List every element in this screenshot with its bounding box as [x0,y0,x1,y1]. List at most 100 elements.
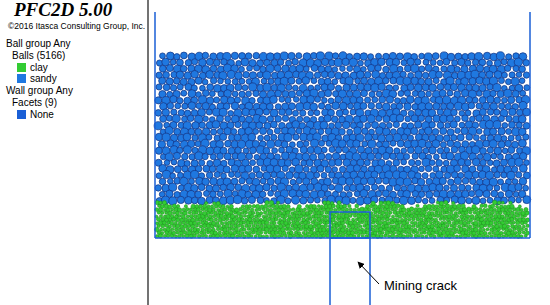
sandy-particle [472,97,478,103]
clay-particle [463,228,466,231]
clay-particle [441,228,444,231]
sandy-particle [317,165,324,172]
sandy-particle [347,66,353,72]
sandy-particle [271,172,277,178]
sandy-particle [156,84,162,90]
sandy-particle [470,178,476,184]
sandy-particle [181,90,187,96]
sandy-particle [501,172,507,178]
sandy-particle [412,91,418,97]
sandy-particle [375,153,382,160]
sandy-particle [250,160,256,166]
sandy-particle [223,166,230,173]
sandy-particle [296,53,302,59]
clay-particle [161,231,164,234]
clay-particle [376,214,380,218]
sandy-particle [398,91,404,97]
sandy-particle [422,84,429,91]
clay-particle [218,218,222,222]
sandy-particle [303,66,309,72]
clay-particle [408,224,412,228]
sandy-particle [279,96,285,102]
clay-particle [508,228,511,231]
clay-particle [373,225,376,228]
sandy-particle [329,172,335,178]
clay-particle [275,225,278,228]
sandy-particle [342,121,350,129]
sandy-particle [274,65,281,72]
sandy-particle [519,164,527,172]
sandy-particle [411,127,418,134]
clay-particle [482,214,485,217]
sandy-particle [332,167,338,173]
sandy-particle [275,140,282,147]
sandy-particle [300,110,306,116]
sandy-particle [513,191,519,197]
clay-particle [247,227,250,230]
sandy-particle [195,77,202,84]
clay-particle [224,221,227,224]
sandy-particle [505,140,512,147]
sandy-particle [246,178,253,185]
sandy-particle [401,60,407,66]
clay-particle [470,214,474,218]
sandy-particle [360,115,367,122]
sandy-particle [396,114,404,122]
sandy-particle [433,78,439,84]
sandy-particle [378,83,385,90]
sandy-particle [487,185,493,191]
clay-particle [202,211,206,215]
sandy-particle [483,190,490,197]
sandy-particle [364,197,372,205]
clay-particle [457,218,460,221]
sandy-particle [281,152,289,160]
sandy-particle [515,183,522,190]
sandy-particle [293,110,299,116]
sandy-particle [174,166,181,173]
sandy-particle [390,153,396,159]
clay-particle [245,231,248,234]
sandy-particle [454,66,460,72]
sandy-particle [241,58,249,66]
clay-particle [518,225,521,228]
clay-particle [463,221,467,225]
sandy-particle [317,190,325,198]
clay-particles [154,200,529,238]
clay-particle [447,214,451,218]
sandy-particle [371,184,377,190]
sandy-particle [272,148,278,154]
clay-particle [168,225,171,228]
clay-particle [189,214,193,218]
sandy-particle [292,85,298,91]
sandy-particle [487,160,493,166]
sandy-particle [173,152,180,159]
sandy-particle [400,196,408,204]
sandy-particle [476,129,482,135]
sandy-particle [187,115,194,122]
sandy-particle [241,198,248,205]
sandy-particle [461,89,468,96]
clay-particle [417,234,420,237]
sandy-particle [246,91,252,97]
clay-particle [361,234,364,237]
sandy-particle [394,184,400,190]
sandy-particle [207,84,214,91]
clay-particle [391,215,394,218]
sandy-particle [476,103,482,109]
sandy-particle [177,196,184,203]
sandy-particle [321,71,328,78]
sandy-particle [501,72,507,78]
clay-particle [526,224,529,227]
sandy-particle [429,147,436,154]
sandy-particle [292,58,299,65]
sandy-particle [229,172,235,178]
clay-particle [414,228,418,232]
sandy-particle [271,134,277,140]
clay-particle [474,221,479,226]
sandy-particle [258,135,264,141]
clay-particle [248,231,252,235]
sandy-particle [231,52,238,59]
sandy-particle [487,84,493,90]
sandy-particle [170,59,176,65]
sandy-particle [348,103,354,109]
